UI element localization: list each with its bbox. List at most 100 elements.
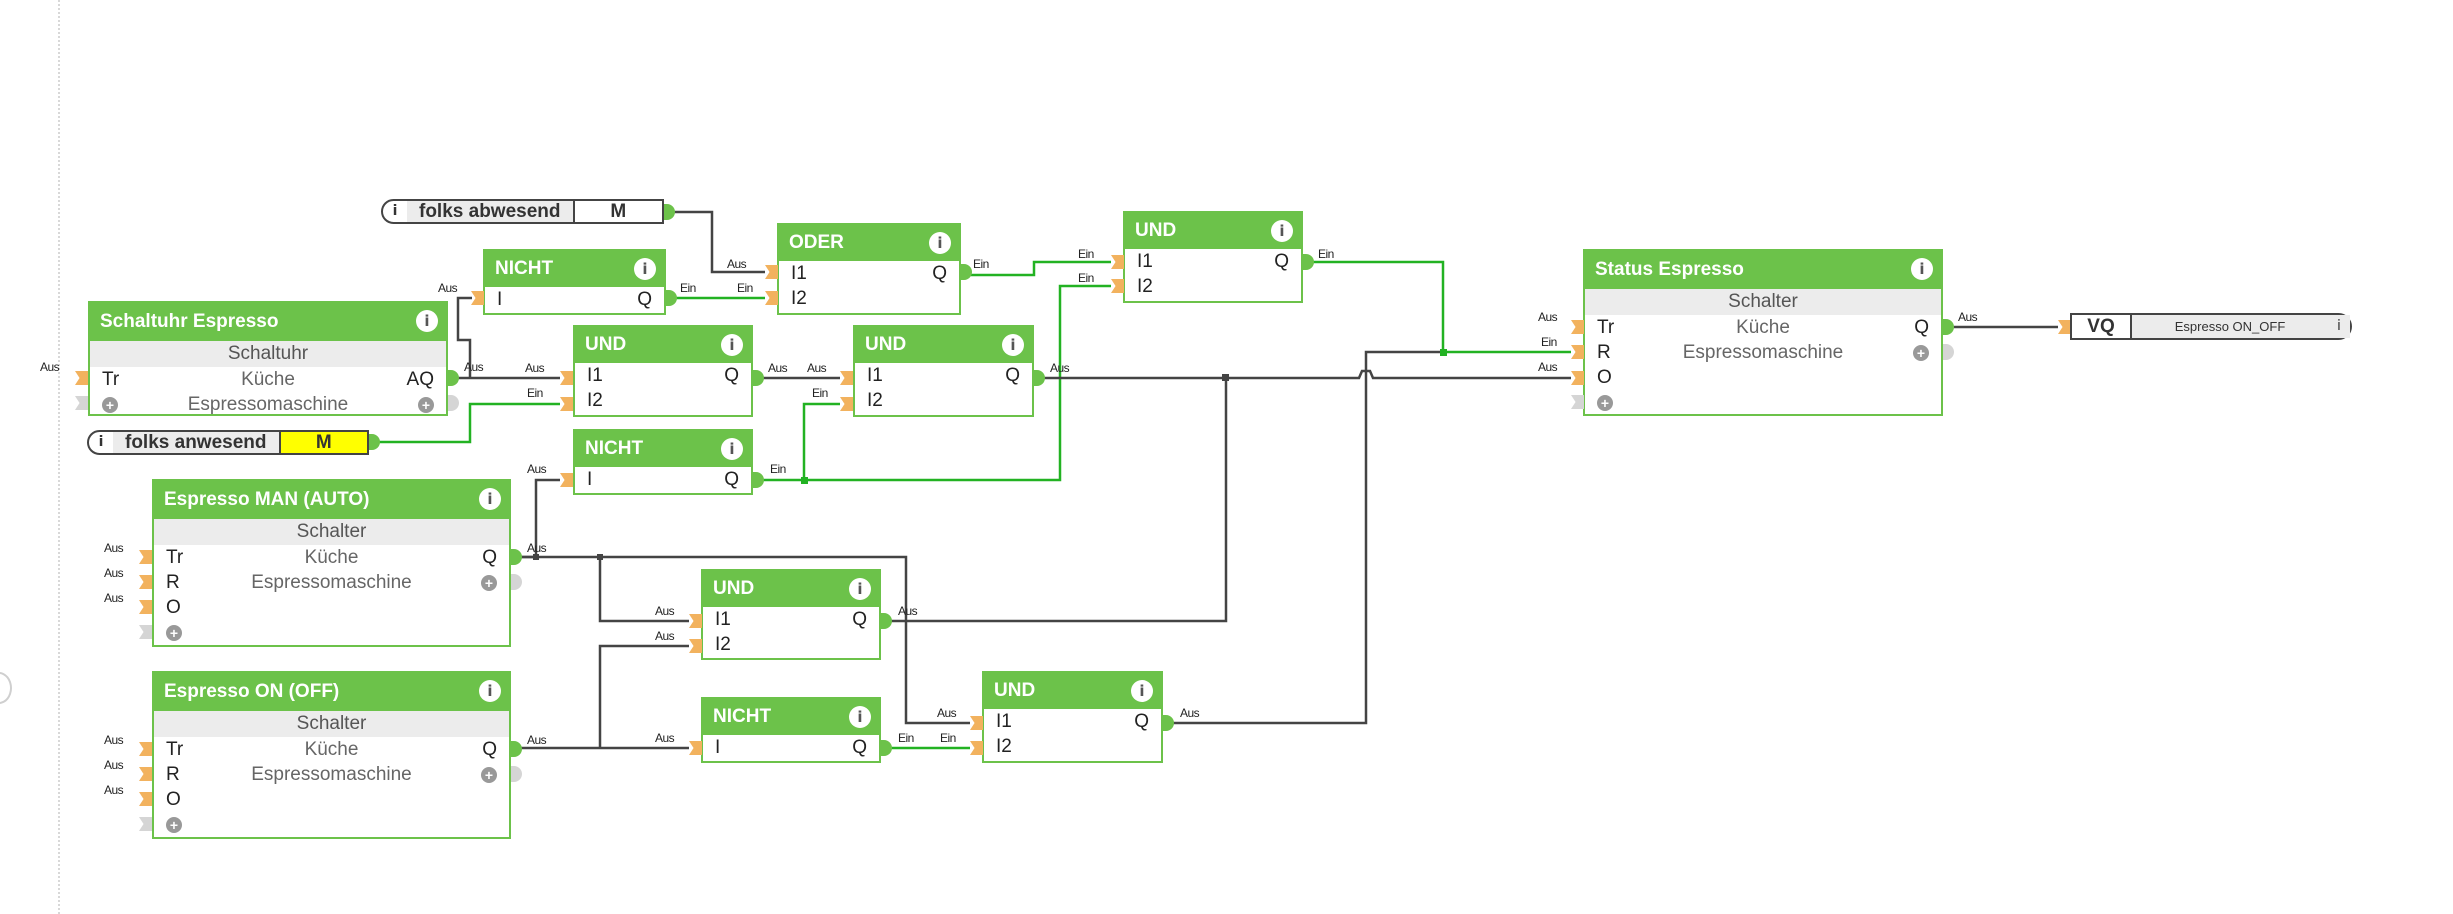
output-port[interactable] — [1303, 254, 1314, 270]
info-icon[interactable]: i — [98, 434, 104, 450]
output-port[interactable] — [448, 395, 459, 411]
block-title: Espresso MAN (AUTO) — [164, 489, 370, 510]
add-output-icon[interactable]: + — [1913, 345, 1929, 361]
input-port[interactable] — [139, 742, 152, 756]
state-label: Ein — [737, 281, 753, 295]
input-port[interactable] — [765, 265, 778, 279]
junction — [1222, 374, 1229, 381]
info-icon[interactable]: i — [392, 203, 398, 219]
input-port[interactable] — [75, 371, 88, 385]
input-port[interactable] — [75, 396, 88, 410]
input-port[interactable] — [139, 792, 152, 806]
add-input-icon[interactable]: + — [102, 397, 118, 413]
output-port[interactable] — [511, 549, 522, 565]
input-port[interactable] — [1571, 371, 1584, 385]
info-icon[interactable]: i — [1002, 334, 1024, 356]
output-port[interactable] — [1034, 370, 1045, 386]
port-label: R — [1597, 342, 1611, 363]
output-port[interactable] — [1943, 344, 1954, 360]
add-input-icon[interactable]: + — [1597, 395, 1613, 411]
input-port[interactable] — [139, 767, 152, 781]
info-icon[interactable]: i — [849, 578, 871, 600]
output-port[interactable] — [881, 740, 892, 756]
output-port[interactable] — [511, 574, 522, 590]
input-port[interactable] — [2058, 320, 2071, 334]
wire-schaltuhr-nicht1 — [456, 296, 472, 378]
info-icon[interactable]: i — [1271, 220, 1293, 242]
input-port[interactable] — [689, 614, 702, 628]
add-output-icon[interactable]: + — [481, 575, 497, 591]
info-icon[interactable]: i — [1131, 680, 1153, 702]
info-icon[interactable]: i — [929, 232, 951, 254]
input-port[interactable] — [1571, 395, 1584, 409]
port-label: Q — [932, 263, 947, 284]
memory-input-folks-abwesend[interactable]: i folks abwesend M — [381, 199, 664, 224]
info-icon[interactable]: i — [634, 258, 656, 280]
output-port[interactable] — [753, 370, 764, 386]
input-port[interactable] — [471, 291, 484, 305]
input-port[interactable] — [689, 639, 702, 653]
input-port[interactable] — [139, 550, 152, 564]
output-port[interactable] — [369, 434, 380, 450]
port-label: Q — [724, 469, 739, 490]
input-port[interactable] — [139, 575, 152, 589]
memory-input-folks-anwesend[interactable]: i folks anwesend M — [87, 430, 369, 455]
add-output-icon[interactable]: + — [481, 767, 497, 783]
info-icon[interactable]: i — [479, 488, 501, 510]
input-port[interactable] — [765, 291, 778, 305]
port-label: R — [166, 764, 180, 785]
add-input-icon[interactable]: + — [166, 625, 182, 641]
info-icon[interactable]: i — [1911, 258, 1933, 280]
output-port[interactable] — [753, 472, 764, 488]
info-icon[interactable]: i — [721, 334, 743, 356]
input-port[interactable] — [560, 371, 573, 385]
add-output-icon[interactable]: + — [418, 397, 434, 413]
input-port[interactable] — [139, 817, 152, 831]
input-port[interactable] — [139, 625, 152, 639]
input-port[interactable] — [689, 741, 702, 755]
block-title: Espresso ON (OFF) — [164, 681, 340, 702]
output-port[interactable] — [666, 290, 677, 306]
output-port[interactable] — [511, 766, 522, 782]
info-icon[interactable]: i — [721, 438, 743, 460]
input-port[interactable] — [1111, 279, 1124, 293]
input-port[interactable] — [840, 371, 853, 385]
output-port[interactable] — [1943, 319, 1954, 335]
state-label: Aus — [1538, 360, 1558, 374]
info-icon[interactable]: i — [2328, 315, 2350, 338]
input-port[interactable] — [840, 397, 853, 411]
input-port[interactable] — [1571, 345, 1584, 359]
output-port[interactable] — [664, 204, 675, 220]
info-icon[interactable]: i — [479, 680, 501, 702]
input-port[interactable] — [560, 473, 573, 487]
output-port[interactable] — [1163, 715, 1174, 731]
input-port[interactable] — [970, 716, 983, 730]
input-port[interactable] — [970, 741, 983, 755]
info-icon[interactable]: i — [416, 310, 438, 332]
output-port[interactable] — [961, 264, 972, 280]
output-port[interactable] — [881, 613, 892, 629]
output-port[interactable] — [511, 741, 522, 757]
input-port[interactable] — [139, 600, 152, 614]
output-port[interactable] — [448, 370, 459, 386]
info-icon[interactable]: i — [849, 706, 871, 728]
input-port[interactable] — [1111, 255, 1124, 269]
virtual-output-espresso-on-off[interactable]: VQ Espresso ON_OFF i — [2070, 313, 2352, 340]
add-input-icon[interactable]: + — [166, 817, 182, 833]
input-port[interactable] — [1571, 320, 1584, 334]
input-port[interactable] — [560, 397, 573, 411]
wire-nicht2-und2 — [763, 402, 840, 482]
